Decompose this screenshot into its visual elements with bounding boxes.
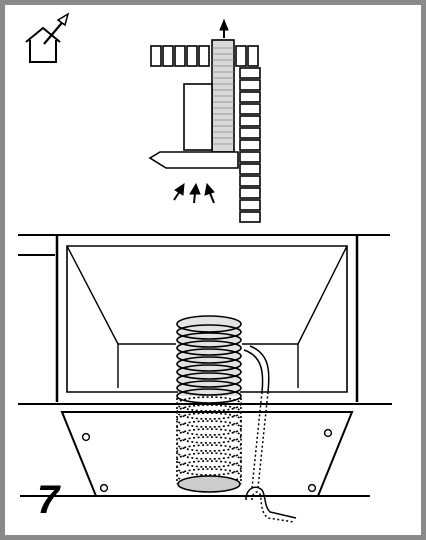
hood-canopy: [148, 151, 239, 169]
screw-hole: [99, 483, 109, 493]
duct-ribs: [212, 47, 234, 145]
step-number: 7: [37, 478, 60, 522]
flexible-duct-hidden: [176, 396, 242, 484]
power-cable: [243, 345, 297, 523]
chimney-detail: [18, 234, 392, 497]
arrow-icon: [189, 182, 201, 204]
chimney-outer-walls: [55, 235, 359, 402]
house-outlet-icon: [25, 12, 70, 63]
ceiling-bricks: [150, 45, 259, 67]
arrow-icon: [219, 18, 229, 38]
arrow-icon: [204, 182, 215, 204]
side-view-detail: [148, 39, 261, 223]
screw-hole: [81, 432, 91, 442]
screw-hole: [307, 483, 317, 493]
arrow-icon: [173, 183, 185, 201]
screw-hole: [323, 428, 333, 438]
wall-bricks: [239, 67, 261, 223]
duct-outlet: [177, 475, 241, 493]
chimney-cover: [183, 83, 213, 151]
flexible-duct: [176, 315, 242, 404]
airflow-arrows: [173, 18, 229, 204]
chimney-inner-box: [66, 245, 348, 393]
